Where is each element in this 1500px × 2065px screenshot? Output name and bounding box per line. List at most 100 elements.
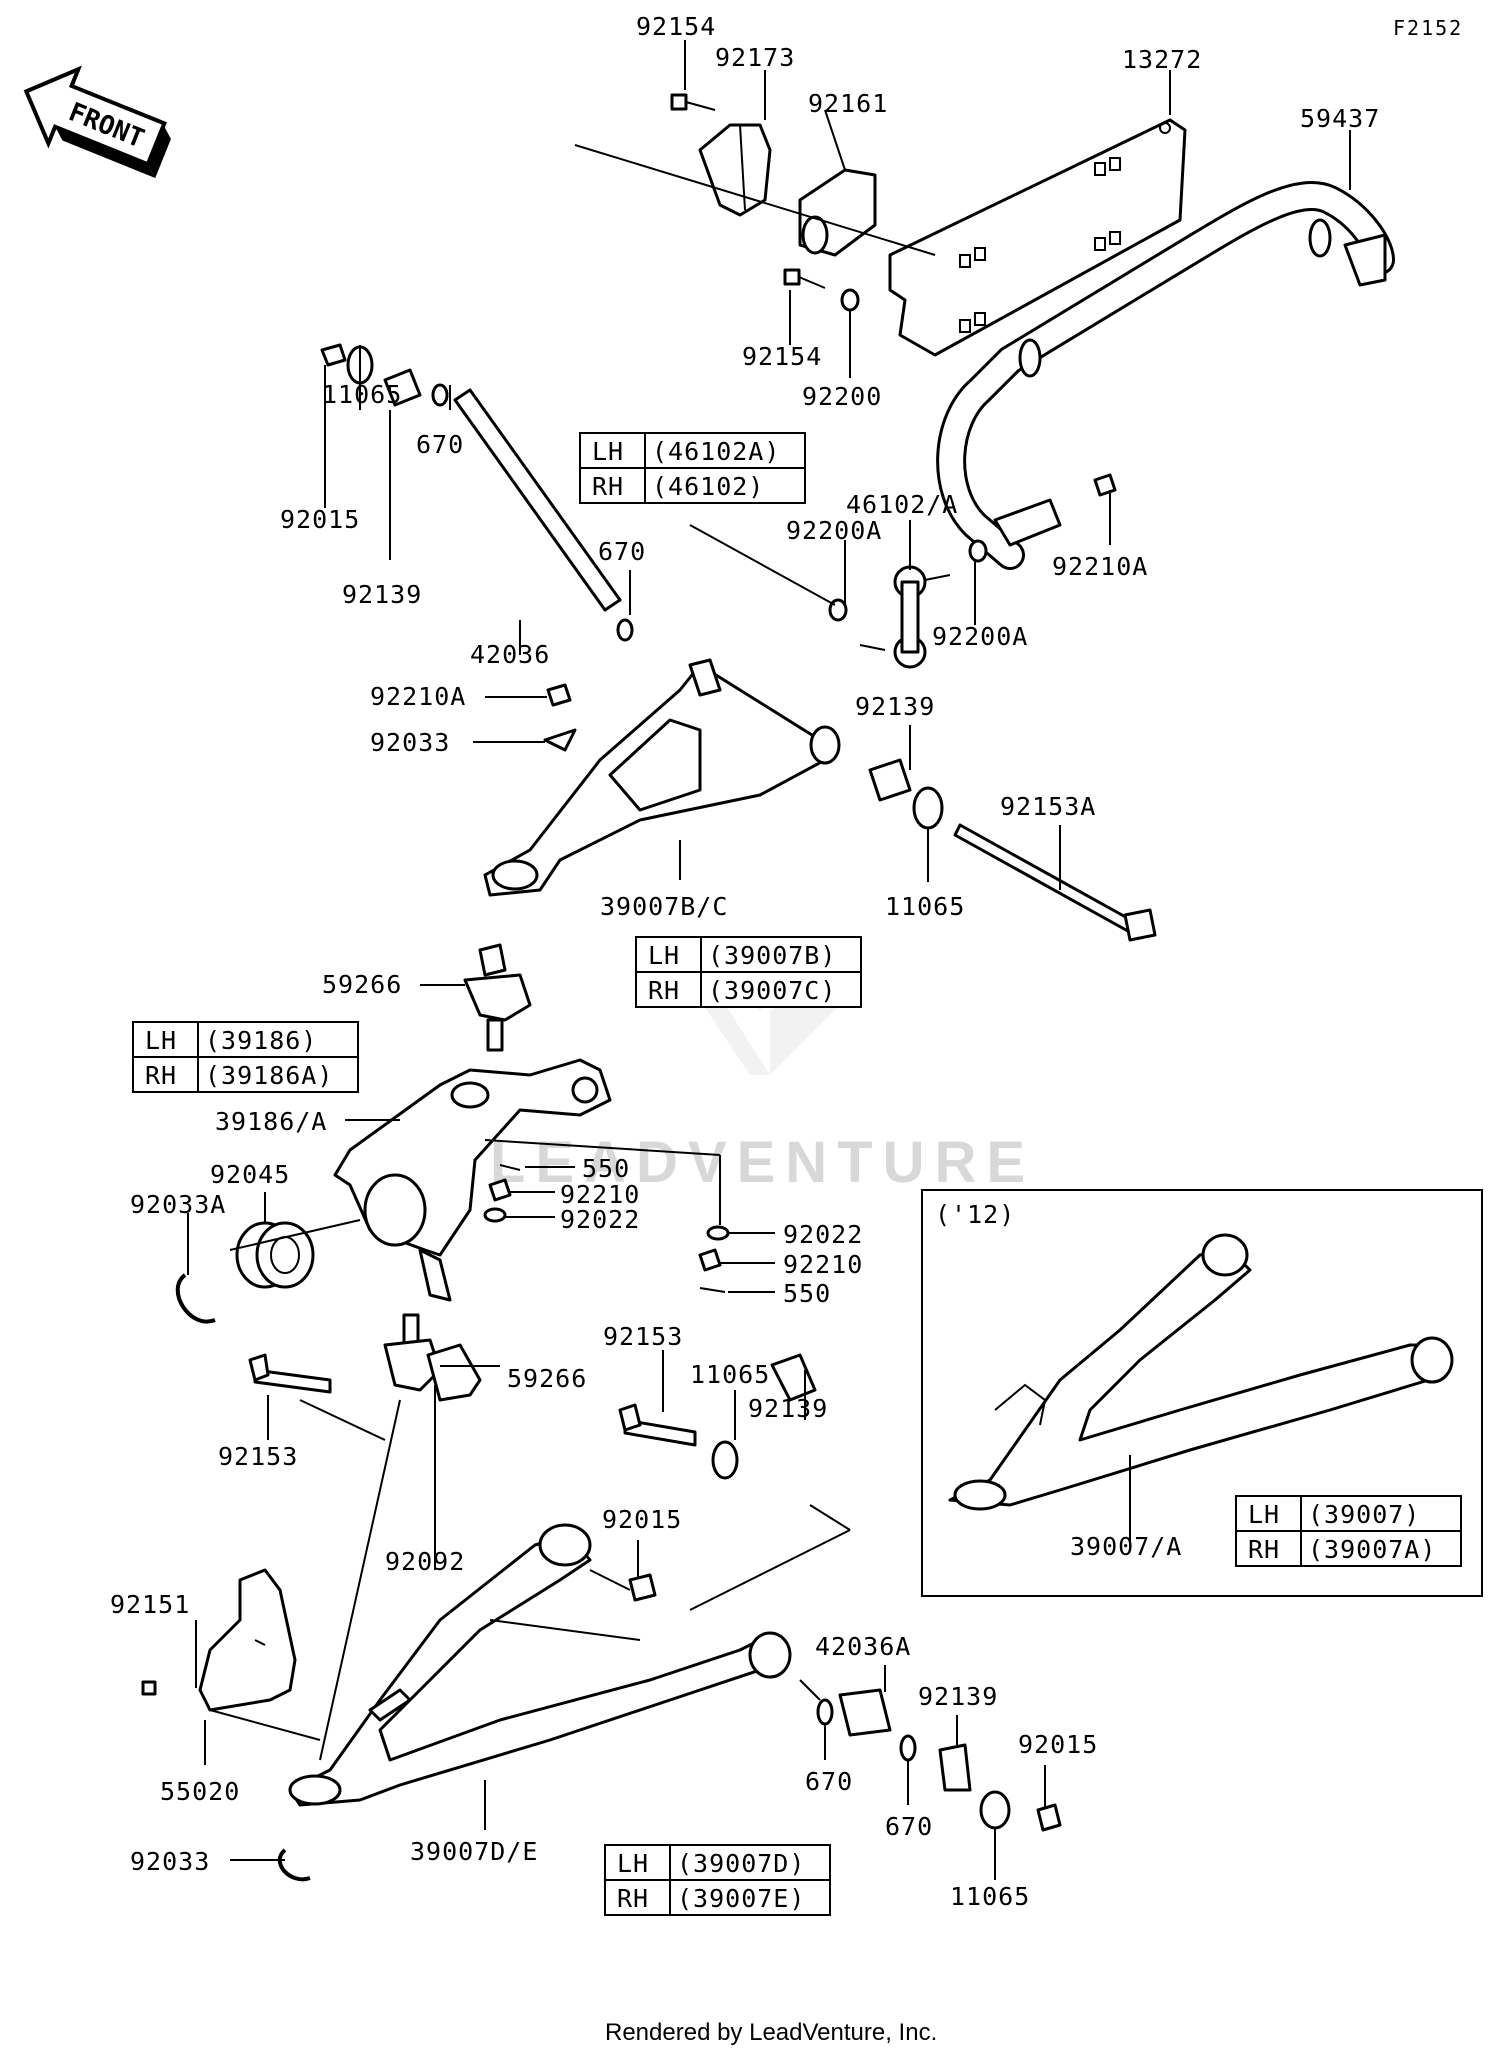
callout-13272: 13272	[1122, 45, 1202, 74]
callout-59266-a: 59266	[322, 970, 402, 999]
callout-670-b: 670	[598, 537, 646, 566]
snap-ring-92033A	[175, 1273, 216, 1324]
table-39007BC-rh: RH	[648, 976, 680, 1005]
callout-670-c: 670	[805, 1767, 853, 1796]
callout-670-a: 670	[416, 430, 464, 459]
callout-92210-b: 92210	[783, 1250, 863, 1279]
callout-92015-b: 92015	[602, 1505, 682, 1534]
table-39007-rh-part: (39007A)	[1308, 1535, 1436, 1564]
table-46102-rh-part: (46102)	[652, 472, 764, 501]
callout-39007BC: 39007B/C	[600, 892, 728, 921]
callout-670-d: 670	[885, 1812, 933, 1841]
table-39186: LH (39186) RH (39186A)	[132, 1021, 359, 1093]
table-39007BC: LH (39007B) RH (39007C)	[635, 936, 862, 1008]
callout-59437: 59437	[1300, 104, 1380, 133]
clamp-bracket	[698, 123, 772, 217]
callout-labels: 92154 92173 92161 13272 59437 92154 9220…	[110, 12, 1380, 1911]
table-39186-rh-part: (39186A)	[205, 1061, 333, 1090]
table-39007DE-rh-part: (39007E)	[677, 1884, 805, 1913]
bolt-92151	[141, 1680, 157, 1696]
lower-arm-rear-hardware	[816, 1688, 1062, 1832]
callout-11065-d: 11065	[950, 1882, 1030, 1911]
table-39007DE: LH (39007D) RH (39007E)	[604, 1844, 831, 1916]
callout-92045: 92045	[210, 1160, 290, 1189]
table-46102-lh-part: (46102A)	[652, 437, 780, 466]
callout-92200A-a: 92200A	[786, 516, 882, 545]
callout-92210A-a: 92210A	[370, 682, 466, 711]
callout-550-b: 550	[783, 1279, 831, 1308]
table-39007BC-lh: LH	[648, 941, 680, 970]
table-39007DE-lh-part: (39007D)	[677, 1849, 805, 1878]
callout-92200: 92200	[802, 382, 882, 411]
ball-joint-lower	[383, 1313, 442, 1392]
washer-92200	[840, 288, 860, 312]
stabilizer-mount-plate	[888, 118, 1187, 357]
callout-92033A: 92033A	[130, 1190, 226, 1219]
callout-59266-b: 59266	[507, 1364, 587, 1393]
table-39007BC-lh-part: (39007B)	[708, 941, 836, 970]
stabilizer-bushing	[798, 168, 877, 257]
callout-92033-a: 92033	[370, 728, 450, 757]
table-39007-lh-part: (39007)	[1308, 1500, 1420, 1529]
table-46102: LH (46102A) RH (46102)	[579, 432, 806, 504]
callout-92139-c: 92139	[748, 1394, 828, 1423]
callout-11065-b: 11065	[885, 892, 965, 921]
ball-joint-upper	[463, 943, 532, 1052]
callout-92200A-b: 92200A	[932, 622, 1028, 651]
callout-92022-b: 92022	[783, 1220, 863, 1249]
callout-92210-a: 92210	[560, 1180, 640, 1209]
table-39007BC-rh-part: (39007C)	[708, 976, 836, 1005]
callout-92154-top: 92154	[636, 12, 716, 41]
table-39186-lh-part: (39186)	[205, 1026, 317, 1055]
steering-knuckle	[333, 1058, 612, 1302]
bolt-92154-mid	[783, 268, 826, 289]
callout-92139-a: 92139	[342, 580, 422, 609]
figure-code: F2152	[1393, 16, 1463, 40]
skid-plate	[198, 1568, 297, 1712]
callout-92153A: 92153A	[1000, 792, 1096, 821]
callout-92161: 92161	[808, 89, 888, 118]
bolt-92154-top	[670, 93, 716, 111]
inset-lower-arm	[948, 1233, 1454, 1511]
callout-92154-mid: 92154	[742, 342, 822, 371]
callout-92139-d: 92139	[918, 1682, 998, 1711]
table-46102-lh: LH	[592, 437, 624, 466]
lower-arm	[288, 1523, 792, 1807]
stabilizer-link	[859, 565, 951, 669]
callout-39007A: 39007/A	[1070, 1532, 1182, 1561]
callout-92092: 92092	[385, 1547, 465, 1576]
table-39007-lh: LH	[1248, 1500, 1280, 1529]
upper-arm	[483, 658, 841, 897]
table-46102-rh: RH	[592, 472, 624, 501]
callout-42036: 42036	[470, 640, 550, 669]
table-39007DE-rh: RH	[617, 1884, 649, 1913]
washer-92200A-bottom	[968, 539, 988, 563]
callout-92022-a: 92022	[560, 1205, 640, 1234]
footer-credit: Rendered by LeadVenture, Inc.	[605, 2019, 937, 2046]
callout-92173: 92173	[715, 43, 795, 72]
table-39007DE-lh: LH	[617, 1849, 649, 1878]
callout-92151: 92151	[110, 1590, 190, 1619]
callout-11065-c: 11065	[690, 1360, 770, 1389]
callout-550-a: 550	[582, 1154, 630, 1183]
callout-39007DE: 39007D/E	[410, 1837, 538, 1866]
callout-92153-b: 92153	[218, 1442, 298, 1471]
inset-year: ('12)	[935, 1200, 1015, 1229]
callout-42036A: 42036A	[815, 1632, 911, 1661]
snap-ring-92033-bottom	[277, 1848, 311, 1882]
watermark-text: LEADVENTURE	[490, 1130, 1035, 1195]
stabilizer-bar	[936, 181, 1395, 570]
inset-frame	[921, 1189, 1483, 1597]
callout-92015-c: 92015	[1018, 1730, 1098, 1759]
front-arrow-icon: FRONT	[23, 65, 171, 178]
callout-46102: 46102/A	[846, 490, 958, 519]
table-39007: LH (39007) RH (39007A)	[1235, 1495, 1462, 1567]
callout-11065-a: 11065	[322, 380, 402, 409]
callout-92153-a: 92153	[603, 1322, 683, 1351]
lower-arm-hardware	[248, 1343, 817, 1602]
leader-lines	[187, 40, 1351, 1880]
callout-92210A-b: 92210A	[1052, 552, 1148, 581]
callout-39186: 39186/A	[215, 1107, 327, 1136]
table-39186-lh: LH	[145, 1026, 177, 1055]
